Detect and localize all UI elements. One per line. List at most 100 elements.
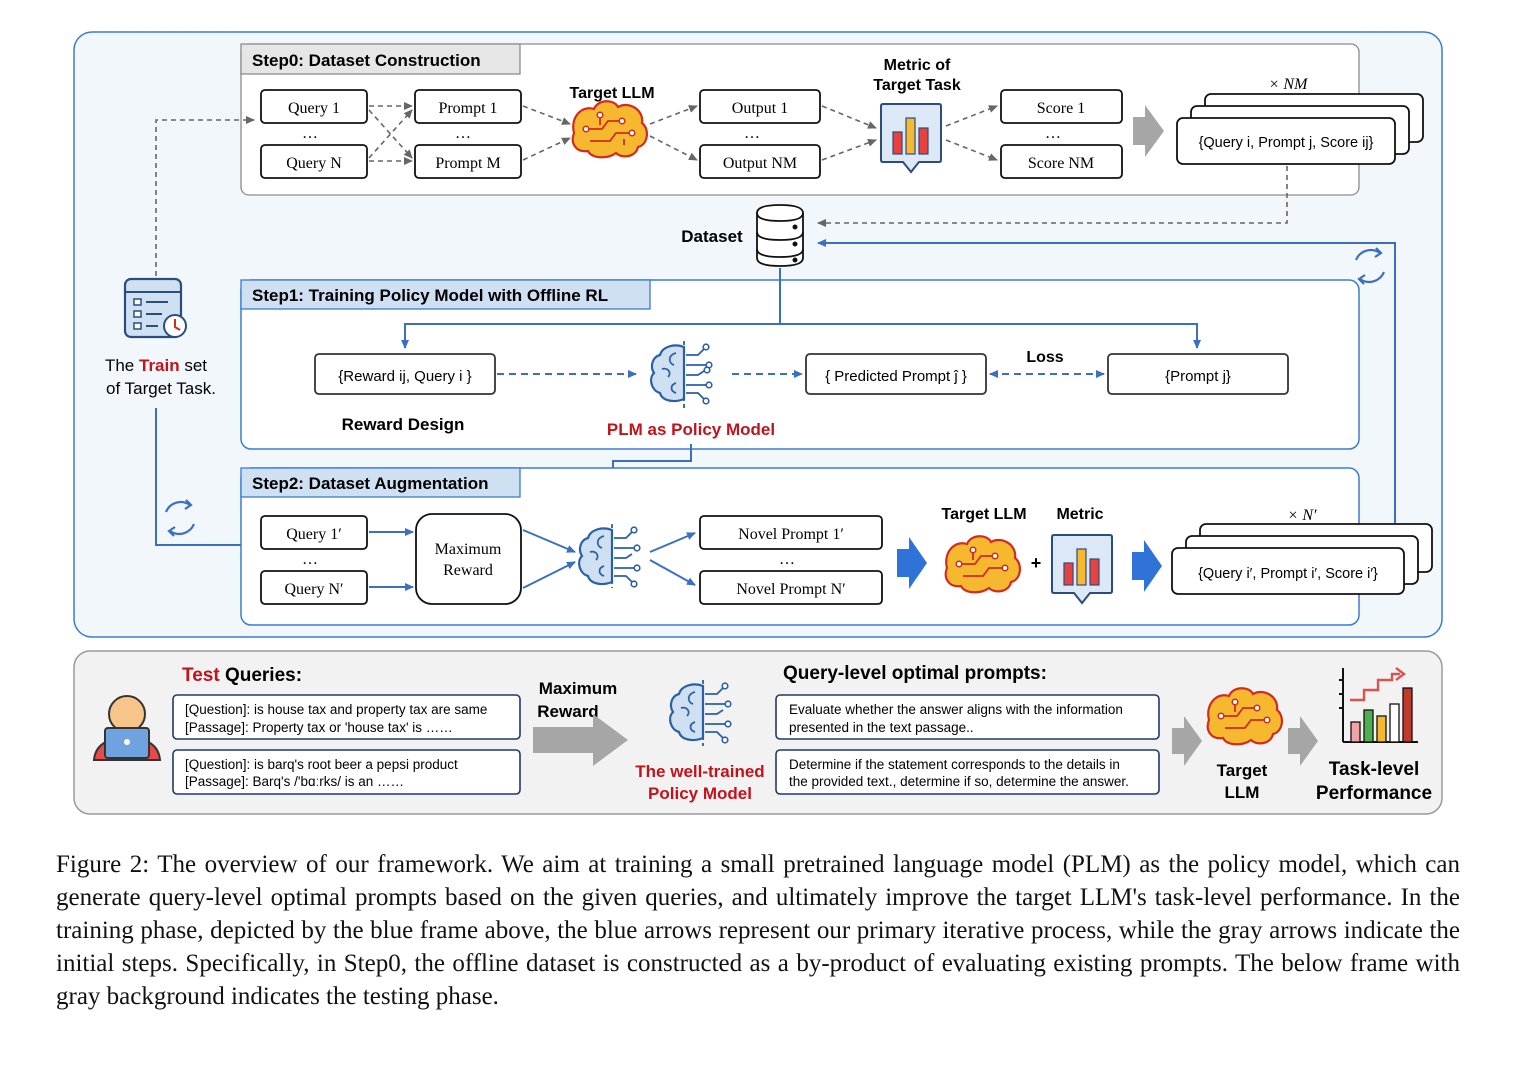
novel-prompt-last-box: Novel Prompt N′ <box>699 570 883 605</box>
step0-query-first-box: Query 1 <box>260 89 368 124</box>
test-max-reward-line1: Maximum <box>539 679 617 698</box>
step0-score-dots: … <box>1045 125 1061 142</box>
step2-query-first: Query 1′ <box>286 526 341 543</box>
dataset-icon <box>756 204 804 267</box>
test-query-1-line1: [Question]: is house tax and property ta… <box>185 702 487 717</box>
optimal-prompt-1-line2: presented in the text passage.. <box>789 720 974 735</box>
plus-sign: + <box>1031 553 1042 573</box>
step1-panel: Step1: Training Policy Model with Offlin… <box>240 279 1360 450</box>
test-max-reward-line2: Reward <box>537 702 598 721</box>
test-gray-block-arrow-2 <box>1172 716 1202 766</box>
max-reward-box: Maximum Reward <box>415 513 522 605</box>
step0-gray-block-arrow <box>1133 105 1164 157</box>
reward-design-label: Reward Design <box>342 415 465 434</box>
step2-target-llm-label: Target LLM <box>941 506 1026 523</box>
step2-blue-block-arrow-2 <box>1132 540 1162 592</box>
step2-query-last: Query N′ <box>284 581 343 598</box>
novel-prompt-last: Novel Prompt N′ <box>736 581 845 598</box>
novel-prompt-dots: … <box>779 551 795 568</box>
novel-prompt-first-box: Novel Prompt 1′ <box>699 515 883 550</box>
plm-to-novel-arrows <box>649 532 696 586</box>
step0-query-dots: … <box>302 125 318 142</box>
query-prompt-arrows <box>368 102 413 165</box>
step0-output-dots: … <box>744 125 760 142</box>
train-set-icon <box>123 277 187 339</box>
train-set-line1: The Train set <box>105 356 207 375</box>
test-query-1-line2: [Passage]: Property tax or 'house tax' i… <box>185 720 453 735</box>
step0-output-last: Output NM <box>723 155 797 172</box>
task-level-line1: Task-level <box>1329 759 1419 780</box>
target-llm-icon <box>571 100 648 159</box>
step0-output-first: Output 1 <box>732 100 788 117</box>
test-query-2-line1: [Question]: is barq's root beer a pepsi … <box>185 757 458 772</box>
predicted-prompt-text: { Predicted Prompt ĵ } <box>825 368 967 385</box>
augment-to-dataset-arrow <box>817 239 1396 523</box>
step1-title: Step1: Training Policy Model with Offlin… <box>252 286 608 305</box>
plm-brain-icon <box>650 341 713 411</box>
test-query-box-1: [Question]: is house tax and property ta… <box>172 694 521 740</box>
step0-title: Step0: Dataset Construction <box>252 51 481 70</box>
test-gray-block-arrow-3 <box>1288 716 1318 766</box>
reward-query-text: {Reward ij, Query i } <box>338 368 471 385</box>
step0-query-first: Query 1 <box>288 100 340 117</box>
user-laptop-icon <box>92 695 162 761</box>
tuple-to-dataset-arrow <box>817 166 1288 227</box>
step2-blue-block-arrow-1 <box>897 537 927 589</box>
query-to-maxreward-arrows <box>369 528 414 591</box>
step2-title: Step2: Dataset Augmentation <box>252 474 488 493</box>
step0-prompt-last: Prompt M <box>435 155 500 172</box>
train-set-line2: of Target Task. <box>106 379 216 398</box>
train-to-step0-arrow <box>155 116 255 276</box>
prompt-j-box: {Prompt j} <box>1107 353 1289 395</box>
step0-tuple-stack: {Query i, Prompt j, Score ij} <box>1176 93 1424 165</box>
dataset-label: Dataset <box>681 227 743 246</box>
step0-score-last: Score NM <box>1028 155 1094 172</box>
figure-caption: Figure 2: The overview of our framework.… <box>56 851 1460 1010</box>
max-reward-line1: Maximum <box>435 541 502 558</box>
task-level-line2: Performance <box>1316 783 1432 804</box>
maxreward-to-plm-arrows <box>522 529 576 589</box>
train-to-step2-arrow <box>155 408 255 549</box>
dataset-to-step1-arrows <box>401 268 1201 349</box>
refresh-icon <box>164 499 196 537</box>
performance-chart-icon <box>1339 667 1418 743</box>
step0-metric-label-2: Target Task <box>873 77 961 94</box>
step0-prompt-first-box: Prompt 1 <box>414 89 522 124</box>
step2-target-llm-icon <box>944 535 1021 594</box>
optimal-prompt-2-line2: the provided text., determine if so, det… <box>789 774 1129 789</box>
step0-score-first: Score 1 <box>1037 100 1085 117</box>
reward-query-box: {Reward ij, Query i } <box>314 353 496 395</box>
prompt-j-text: {Prompt j} <box>1165 368 1231 385</box>
max-reward-line2: Reward <box>443 562 493 579</box>
framework-diagram: Step0: Dataset Construction Query 1 … Qu… <box>73 31 1443 815</box>
optimal-prompt-box-2: Determine if the statement corresponds t… <box>775 749 1160 795</box>
test-queries-title: Test Queries: <box>182 665 302 686</box>
step2-multiplier: × N′ <box>1288 507 1317 524</box>
optimal-prompt-2-line1: Determine if the statement corresponds t… <box>789 757 1120 772</box>
step0-target-llm-label: Target LLM <box>569 85 654 102</box>
step2-tuple-stack: {Query i′, Prompt i′, Score i′} <box>1171 523 1433 595</box>
step0-prompt-first: Prompt 1 <box>438 100 497 117</box>
step0-score-last-box: Score NM <box>1000 144 1123 179</box>
output-metric-arrows <box>821 105 998 161</box>
step0-output-last-box: Output NM <box>699 144 821 179</box>
step0-query-last-box: Query N <box>260 144 368 179</box>
step0-prompt-last-box: Prompt M <box>414 144 522 179</box>
metric-chart-icon <box>880 103 942 174</box>
trained-policy-line2: Policy Model <box>648 784 752 803</box>
refresh-icon <box>1354 247 1386 285</box>
step2-query-last-box: Query N′ <box>260 570 368 605</box>
trained-policy-brain-icon <box>669 680 732 746</box>
step0-prompt-dots: … <box>455 125 471 142</box>
test-gray-block-arrow <box>533 714 628 766</box>
step2-plm-brain-icon <box>578 524 641 588</box>
step0-score-first-box: Score 1 <box>1000 89 1123 124</box>
step2-tuple-text: {Query i′, Prompt i′, Score i′} <box>1198 566 1378 582</box>
step0-output-first-box: Output 1 <box>699 89 821 124</box>
test-target-line1: Target <box>1217 761 1268 780</box>
step0-query-last: Query N <box>286 155 342 172</box>
step0-metric-label-1: Metric of <box>884 57 951 74</box>
optimal-prompt-1-line1: Evaluate whether the answer aligns with … <box>789 702 1123 717</box>
test-query-2-line2: [Passage]: Barq's /'bɑːrks/ is an …… <box>185 774 404 789</box>
step0-multiplier: × NM <box>1269 76 1309 93</box>
